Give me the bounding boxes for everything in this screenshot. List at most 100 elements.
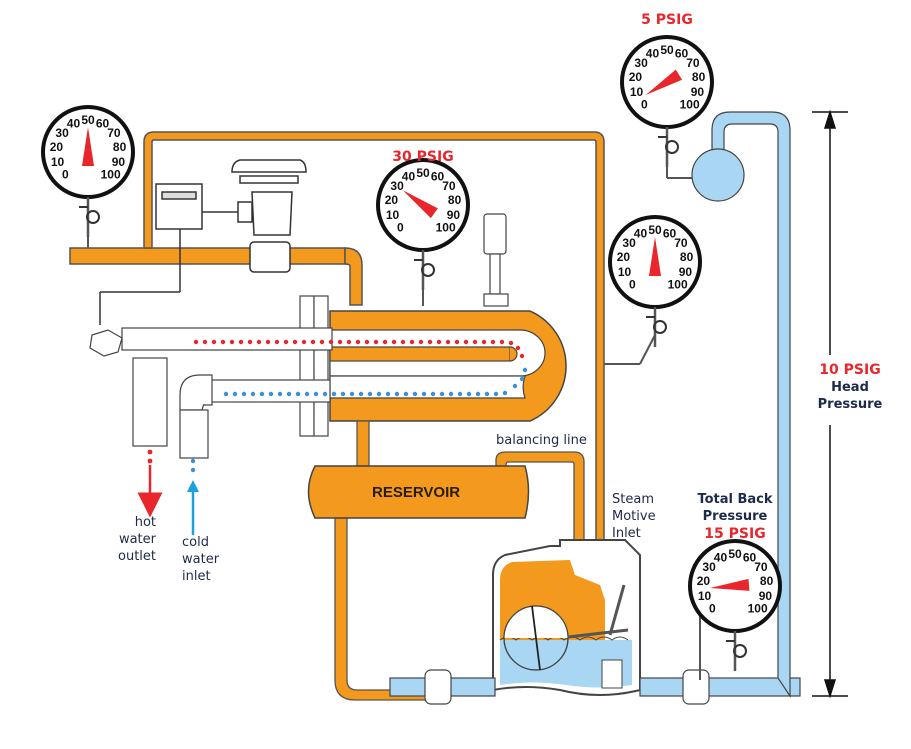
- gauge-tick-label: 40: [67, 116, 81, 130]
- head-pressure-label-1: Head: [831, 380, 869, 395]
- head-pressure-value: 10 PSIG: [819, 362, 880, 378]
- siphon-icon: [733, 644, 747, 658]
- gauge-tick-label: 100: [748, 602, 768, 616]
- gauge-tick-label: 60: [675, 46, 689, 60]
- steam-motive-label-1: Steam: [612, 492, 654, 507]
- steam-motive-label-2: Motive: [612, 509, 656, 524]
- siphon-icon: [653, 320, 667, 334]
- steam-motive-label-3: Inlet: [612, 526, 641, 541]
- gauge-tick-label: 70: [686, 56, 700, 70]
- siphon-icon: [665, 140, 679, 154]
- water-outlet-pipe: [389, 111, 801, 705]
- total-back-label-1: Total Back: [697, 492, 772, 507]
- reservoir-label: RESERVOIR: [372, 484, 460, 501]
- control-valve: [99, 159, 307, 325]
- cold-water-label-1: cold: [182, 535, 209, 550]
- gauge-tick-label: 50: [416, 166, 430, 180]
- gauge-tick-label: 90: [691, 85, 705, 99]
- total-back-label-2: Pressure: [703, 509, 768, 524]
- gauge-tick-label: 70: [674, 236, 688, 250]
- gauge-tick-label: 50: [660, 43, 674, 57]
- balancing-line-label: balancing line: [496, 433, 587, 448]
- gauge-tick-label: 70: [107, 126, 121, 140]
- gauge-tick-label: 20: [50, 140, 64, 154]
- gauge-tick-label: 40: [634, 226, 648, 240]
- hot-water-label-3: outlet: [118, 549, 156, 564]
- reservoir: RESERVOIR: [307, 465, 530, 519]
- gauge-title: 15 PSIG: [704, 526, 765, 542]
- gauge-tick-label: 40: [646, 46, 660, 60]
- gauge-tick-label: 90: [679, 265, 693, 279]
- hot-water-label-2: water: [119, 532, 157, 547]
- head-pressure-dimension: [812, 109, 848, 699]
- cold-water-arrow: [187, 480, 199, 535]
- gauge-tick-label: 50: [648, 223, 662, 237]
- gauge-tick-label: 20: [697, 574, 711, 588]
- gauge-tick-label: 10: [698, 589, 712, 603]
- gauge-tick-label: 30: [702, 560, 716, 574]
- head-pressure-label-2: Pressure: [818, 397, 883, 412]
- gauge-tick-label: 100: [680, 98, 700, 112]
- tube-bundle: [121, 327, 333, 403]
- gauge-title: 5 PSIG: [641, 12, 693, 28]
- gauge-tick-label: 20: [617, 250, 631, 264]
- gauge-tick-label: 30: [55, 126, 69, 140]
- gauge-tick-label: 10: [618, 265, 632, 279]
- siphon-icon: [421, 263, 435, 277]
- gauge-tick-label: 100: [101, 168, 121, 182]
- gauge-tick-label: 80: [113, 140, 127, 154]
- cold-water-flow: [190, 367, 528, 473]
- gauge-tick-label: 50: [81, 113, 95, 127]
- hot-water-label-1: hot: [135, 515, 156, 530]
- gauge-tick-label: 30: [390, 179, 404, 193]
- siphon-icon: [86, 210, 100, 224]
- gauge-tick-label: 60: [431, 169, 445, 183]
- gauge-tick-label: 10: [386, 208, 400, 222]
- gauge-tick-label: 80: [680, 250, 694, 264]
- gauge-tick-label: 0: [62, 168, 69, 182]
- gauge-tick-label: 70: [442, 179, 456, 193]
- gauge-tick-label: 60: [663, 226, 677, 240]
- gauge-tick-label: 100: [668, 278, 688, 292]
- gauge-tick-label: 0: [397, 221, 404, 235]
- gauge-tick-label: 50: [728, 547, 742, 561]
- gauge-tick-label: 20: [629, 70, 643, 84]
- cold-water-label-2: water: [182, 552, 220, 567]
- gauge-needle: [402, 190, 438, 219]
- gauge-tick-label: 30: [622, 236, 636, 250]
- gauge-tick-label: 60: [743, 550, 757, 564]
- gauge-tick-label: 80: [448, 193, 462, 207]
- cold-water-inlet-pipe: [179, 374, 213, 459]
- gauge-tick-label: 0: [629, 278, 636, 292]
- gauge-tick-label: 30: [634, 56, 648, 70]
- gauge-tick-label: 80: [760, 574, 774, 588]
- gauge-tick-label: 90: [759, 589, 773, 603]
- gauge-tick-label: 10: [51, 155, 65, 169]
- gauge-tick-label: 70: [754, 560, 768, 574]
- gauge-tick-label: 0: [641, 98, 648, 112]
- hot-water-outlet-pipe: [89, 329, 168, 447]
- gauge-needle: [645, 69, 683, 96]
- air-vent: [483, 213, 509, 307]
- gauge-tick-label: 90: [112, 155, 126, 169]
- gauge-tick-label: 20: [385, 193, 399, 207]
- heat-exchanger-shell: [299, 295, 567, 437]
- gauge-tick-label: 40: [714, 550, 728, 564]
- cold-water-label-3: inlet: [182, 569, 211, 584]
- gauge-needle: [710, 578, 750, 591]
- gauge-tick-label: 100: [436, 221, 456, 235]
- gauge-tick-label: 40: [402, 169, 416, 183]
- gauge-tick-label: 90: [447, 208, 461, 222]
- gauge-title: 30 PSIG: [392, 149, 453, 165]
- gauge-needle: [82, 127, 94, 166]
- gauge-tick-label: 80: [692, 70, 706, 84]
- gauge-needle: [649, 237, 661, 276]
- gauge-tick-label: 0: [709, 602, 716, 616]
